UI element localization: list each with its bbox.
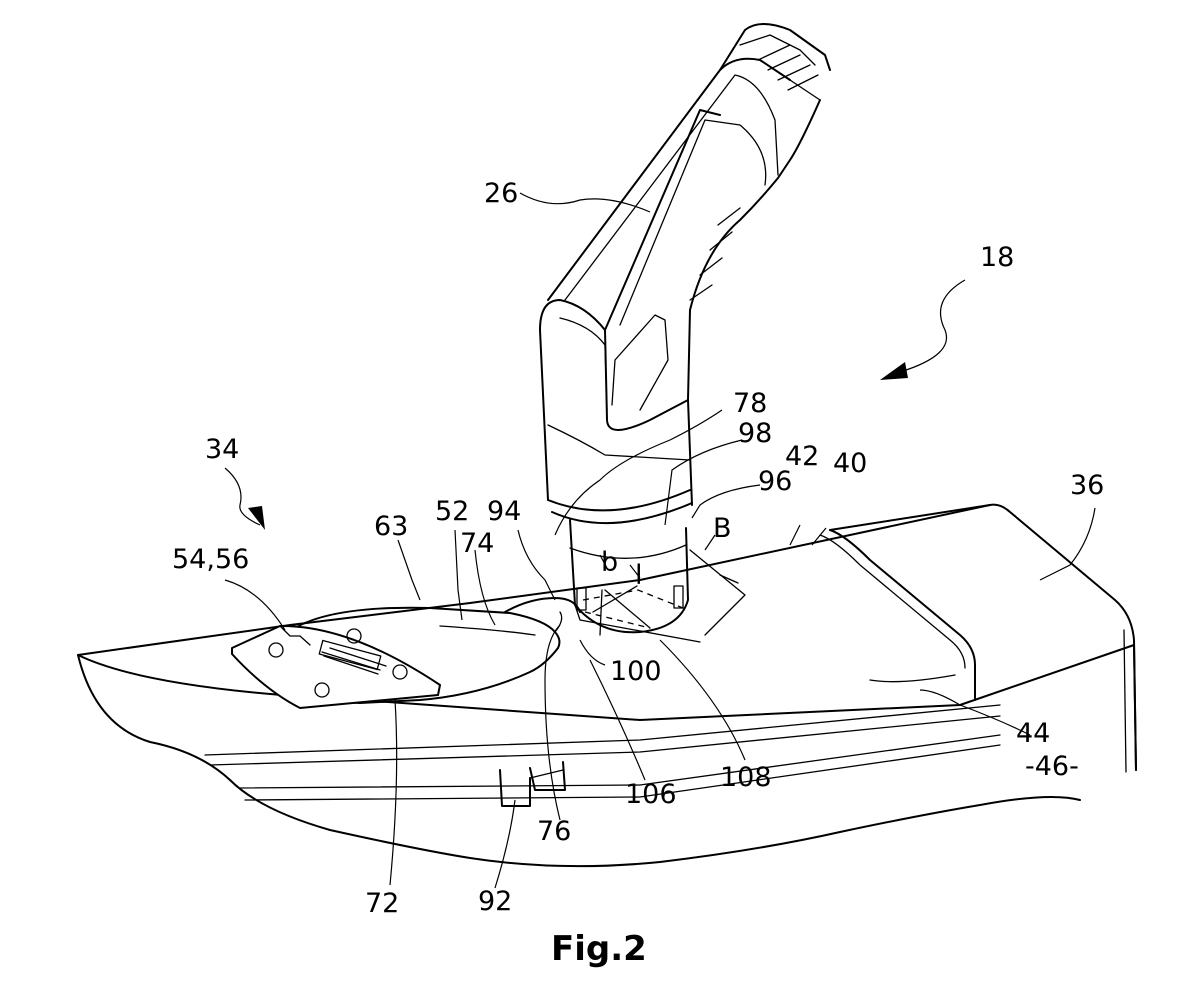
leader-lines bbox=[224, 192, 1096, 889]
label-72: 72 bbox=[365, 888, 399, 919]
label-54-56: 54,56 bbox=[172, 544, 249, 575]
label-44: 44 bbox=[1016, 718, 1050, 749]
figure-caption: Fig.2 bbox=[551, 929, 647, 969]
label-78: 78 bbox=[733, 388, 767, 419]
label-34: 34 bbox=[205, 434, 239, 465]
dimension-lines bbox=[574, 549, 746, 643]
label-108: 108 bbox=[720, 762, 772, 793]
label-98: 98 bbox=[738, 418, 772, 449]
label-100: 100 bbox=[610, 656, 662, 687]
label-92: 92 bbox=[478, 886, 512, 917]
label-B: B bbox=[713, 513, 732, 544]
label-40: 40 bbox=[833, 448, 867, 479]
label-52: 52 bbox=[435, 496, 469, 527]
label-94: 94 bbox=[487, 496, 521, 527]
label-18: 18 bbox=[980, 242, 1014, 273]
label-106: 106 bbox=[625, 779, 677, 810]
label-96: 96 bbox=[758, 466, 792, 497]
label-l: l bbox=[635, 560, 643, 591]
label-76: 76 bbox=[537, 816, 571, 847]
label-26: 26 bbox=[484, 178, 518, 209]
lower-bracket bbox=[499, 761, 566, 807]
reference-labels: 26 18 78 98 96 42 40 36 34 63 52 94 74 b… bbox=[172, 178, 1104, 919]
label-42: 42 bbox=[785, 441, 819, 472]
label-74: 74 bbox=[460, 528, 494, 559]
base-rail bbox=[77, 503, 1137, 868]
label-46: -46- bbox=[1025, 751, 1079, 782]
reference-arrows bbox=[224, 279, 966, 530]
label-b: b bbox=[601, 547, 618, 578]
label-63: 63 bbox=[374, 511, 408, 542]
connector-body bbox=[539, 23, 831, 636]
hinge-plate bbox=[231, 624, 441, 709]
label-36: 36 bbox=[1070, 470, 1104, 501]
